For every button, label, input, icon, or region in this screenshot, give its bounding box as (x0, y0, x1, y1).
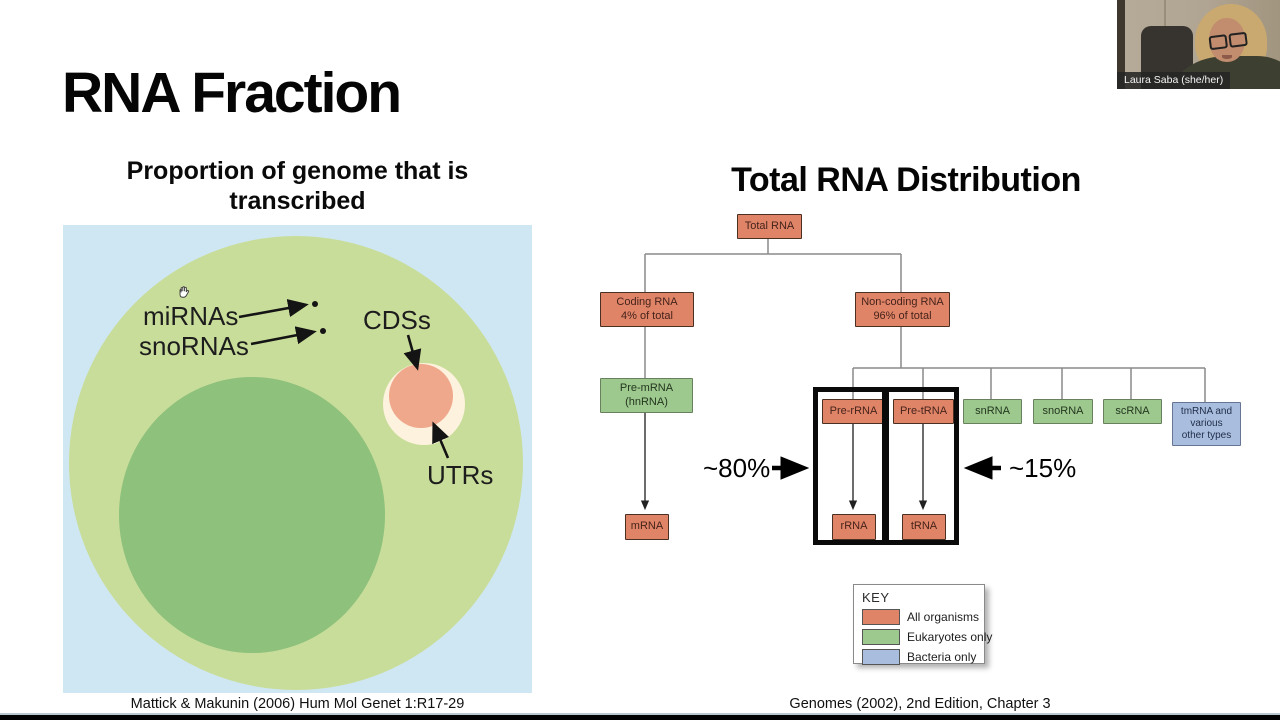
rrna-highlight-box (813, 387, 887, 545)
node-trna: tRNA (902, 514, 946, 540)
bacteria-swatch (862, 649, 900, 665)
slide-title: RNA Fraction (62, 61, 402, 125)
snorna-dot (320, 328, 326, 334)
right-figure-title: Total RNA Distribution (731, 161, 1081, 199)
snorna-arrow (250, 326, 317, 346)
left-citation: Mattick & Makunin (2006) Hum Mol Genet 1… (130, 696, 465, 712)
rrna-percentage: ~80% (703, 453, 771, 483)
bottom-divider-line (0, 713, 1280, 715)
node-pre-mrna: Pre-mRNA (hnRNA) (600, 378, 693, 413)
node-mrna: mRNA (625, 514, 669, 540)
bacteria-label: Bacteria only (907, 650, 977, 664)
trna-highlight-box (884, 387, 959, 545)
webcam-name-label: Laura Saba (she/her) (1117, 72, 1231, 89)
right-citation: Genomes (2002), 2nd Edition, Chapter 3 (789, 696, 1051, 712)
webcam-video: Laura Saba (she/her) (1117, 0, 1280, 89)
cdss-label: CDSs (363, 305, 431, 335)
genome-proportion-figure (63, 225, 532, 693)
node-tmrna: tmRNA and various other types (1172, 402, 1241, 446)
trna-percentage: ~15% (1009, 453, 1077, 483)
node-rrna: rRNA (832, 514, 876, 540)
eukaryotes-label: Eukaryotes only (907, 630, 993, 644)
left-figure-title-line1: Proportion of genome that is (126, 157, 469, 185)
node-total-rna: Total RNA (737, 214, 802, 239)
glasses-left-lens (1208, 34, 1229, 51)
node-snrna: snRNA (963, 399, 1022, 424)
all-organisms-swatch (862, 609, 900, 625)
genome-venn-graphic (69, 236, 523, 690)
genome-inner-circle (119, 377, 385, 653)
mirna-arrow (238, 299, 309, 319)
key-row-bacteria: Bacteria only (862, 649, 984, 665)
glasses-right-lens (1228, 31, 1248, 48)
left-figure-title-line2: transcribed (229, 186, 366, 215)
bottom-black-bar (0, 715, 1280, 720)
node-noncoding-rna: Non-coding RNA 96% of total (855, 292, 950, 327)
key-row-eukaryotes: Eukaryotes only (862, 629, 992, 645)
node-snorna: snoRNA (1033, 399, 1093, 424)
all-organisms-label: All organisms (907, 610, 980, 624)
key-title: KEY (862, 590, 890, 605)
node-coding-rna: Coding RNA 4% of total (600, 292, 694, 327)
node-pre-trna: Pre-tRNA (893, 399, 954, 424)
cds-circle (389, 364, 453, 428)
left-figure-title: Proportion of genome that is transcribed (63, 157, 532, 216)
utr-arrow (432, 421, 450, 459)
cds-arrow (403, 334, 422, 371)
key-row-all-organisms: All organisms (862, 609, 984, 625)
webcam-person-mouth (1222, 55, 1232, 59)
webcam-person-face (1209, 18, 1245, 62)
webcam-wall-shadow (1117, 0, 1125, 89)
eukaryotes-swatch (862, 629, 900, 645)
utrs-label: UTRs (427, 460, 494, 490)
snornas-label: snoRNAs (139, 331, 249, 361)
node-scrna: scRNA (1103, 399, 1162, 424)
utr-ring-circle (383, 363, 465, 445)
key-legend: KEY All organisms Eukaryotes only Bacter… (853, 584, 992, 665)
hand-cursor-icon (179, 286, 190, 298)
node-pre-rrna: Pre-rRNA (822, 399, 885, 424)
mirnas-label: miRNAs (143, 301, 239, 331)
mirna-dot (312, 301, 318, 307)
